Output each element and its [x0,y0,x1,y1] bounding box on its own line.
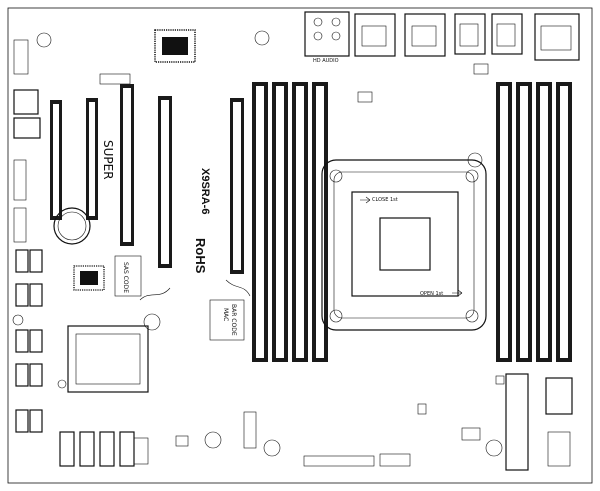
fan-header-circle [12,314,24,326]
jumper-bottom [417,403,427,415]
header-left-2 [13,89,39,115]
usb-port-4 [491,13,523,55]
board-outline [7,7,593,484]
usb-lan-port-1 [354,13,396,57]
sata-port [99,431,115,467]
atx-power-connector [505,373,529,471]
sata-port [15,329,29,353]
sata-ports [15,249,43,433]
front-panel-header [303,455,375,467]
sata-port [15,283,29,307]
bios-chip [154,29,196,63]
bottom-sata-row [59,431,135,467]
rear-io-panel: HD AUDIO [304,11,580,64]
jumper-small [357,91,373,103]
usb-header [133,437,149,465]
pch-chipset [67,325,149,393]
sata-port [15,249,29,273]
header-left-3 [13,117,41,139]
sata-port [29,363,43,387]
cpu-die [379,217,431,271]
fan-header-circle [143,313,161,331]
tpm-header [243,411,257,449]
header-left-5 [13,207,27,243]
ps2-port [534,13,580,61]
sata-port [29,329,43,353]
mounting-hole [36,32,52,48]
dimm-slots-right [496,82,572,362]
dimm-slots-left [252,82,328,362]
sata-port [79,431,95,467]
fan-header-circle [263,439,281,457]
mac-barcode-box [209,299,245,341]
jumper-bottom [461,427,481,441]
fan-header [495,375,505,385]
sata-port [15,409,29,433]
header-left-1 [13,39,29,75]
aux-power-connector [547,431,571,467]
pcie-slots [50,84,244,274]
sata-port [59,431,75,467]
brand-label: SUPER [101,140,115,180]
mounting-hole [254,30,270,46]
fan-header-circle [204,431,222,449]
usb-lan-port-2 [404,13,446,57]
model-label: X9SRA-6 [199,168,211,214]
sata-port [29,249,43,273]
cpu-power-connector [545,377,573,415]
usb-port-3 [454,13,486,55]
cmos-battery [53,207,91,245]
sas-code-label: SAS CODE [122,262,129,293]
cpu-socket: CLOSE 1st OPEN 1st [321,159,487,331]
jumper-bottom [175,435,189,447]
sata-port [15,363,29,387]
open-1st-label: OPEN 1st [420,291,443,297]
hd-audio-label: HD AUDIO [313,58,339,64]
jumper-small [473,63,489,75]
sas-code-box [114,255,142,297]
fan-header-circle [57,379,67,389]
socket-frame [321,159,487,331]
barcode-label: BAR CODE [230,304,237,336]
cpu-area [351,191,459,297]
audio-jack-block [304,11,350,57]
sata-port [29,409,43,433]
rohs-label: RoHS [193,238,208,274]
close-1st-label: CLOSE 1st [372,197,398,203]
jumper-block [99,73,131,85]
fan-header-circle [485,439,503,457]
usb-header [379,453,411,467]
sata-port [29,283,43,307]
sata-port [119,431,135,467]
header-left-4 [13,159,27,201]
mac-label: MAC [222,308,229,321]
